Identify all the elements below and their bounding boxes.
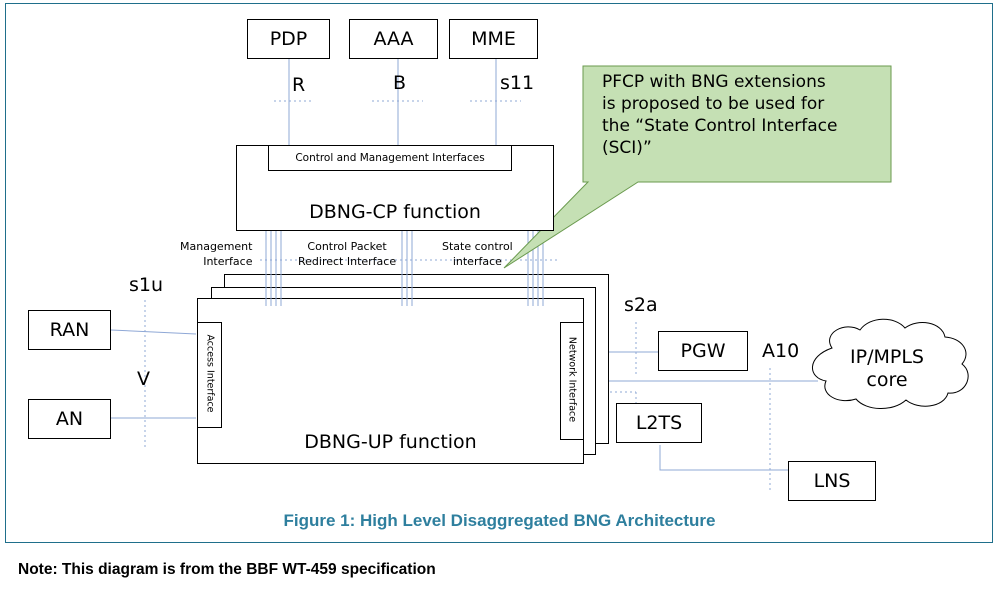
cp-interfaces-box: Control and Management Interfaces [268,145,512,171]
pgw-box: PGW [658,331,748,371]
ran-link [110,329,197,335]
sci-callout-text: PFCP with BNG extensions is proposed to … [602,72,838,158]
figure-frame [5,3,993,543]
l2ts-lns-link [659,445,788,471]
lns-box: LNS [788,461,876,501]
l2ts-label: L2TS [635,412,683,434]
ref-point-s1u: s1u [129,274,164,296]
ip-mpls-cloud [812,318,969,409]
lns-label: LNS [813,470,851,492]
ip-mpls-label: IP/MPLS core [850,346,924,391]
source-note: Note: This diagram is from the BBF WT-45… [18,561,436,578]
dbng-cp-label: DBNG-CP function [309,201,481,223]
ref-point-s11: s11 [500,72,535,94]
network-interface-label: Network Interface [566,336,578,423]
state-control-interface-label: State control interface [442,240,513,268]
aaa-label: AAA [373,28,414,50]
access-interface-box [197,322,222,428]
control-packet-redirect-label: Control Packet Redirect Interface [298,240,397,268]
pdp-box: PDP [247,19,330,59]
an-label: AN [55,408,84,430]
network-interface-box [560,322,584,440]
access-interface-label: Access Interface [204,334,216,413]
an-box: AN [28,399,111,439]
sci-callout-shape [503,65,892,269]
pgw-label: PGW [680,340,726,362]
dbng-up-label: DBNG-UP function [304,431,477,453]
management-interface-label: Management Interface [180,240,253,268]
ref-point-s2a: s2a [624,294,658,316]
ran-label: RAN [49,319,90,341]
cp-interfaces-label: Control and Management Interfaces [295,152,485,164]
ref-point-r: R [292,74,306,96]
pdp-label: PDP [269,28,308,50]
ref-point-a10: A10 [762,340,800,362]
l2ts-box: L2TS [616,403,702,443]
mme-box: MME [449,19,538,59]
ref-point-v: V [137,368,150,390]
ran-box: RAN [28,310,111,350]
mme-label: MME [471,28,516,50]
figure-caption: Figure 1: High Level Disaggregated BNG A… [283,511,716,530]
ref-point-b: B [393,72,407,94]
aaa-box: AAA [349,19,438,59]
